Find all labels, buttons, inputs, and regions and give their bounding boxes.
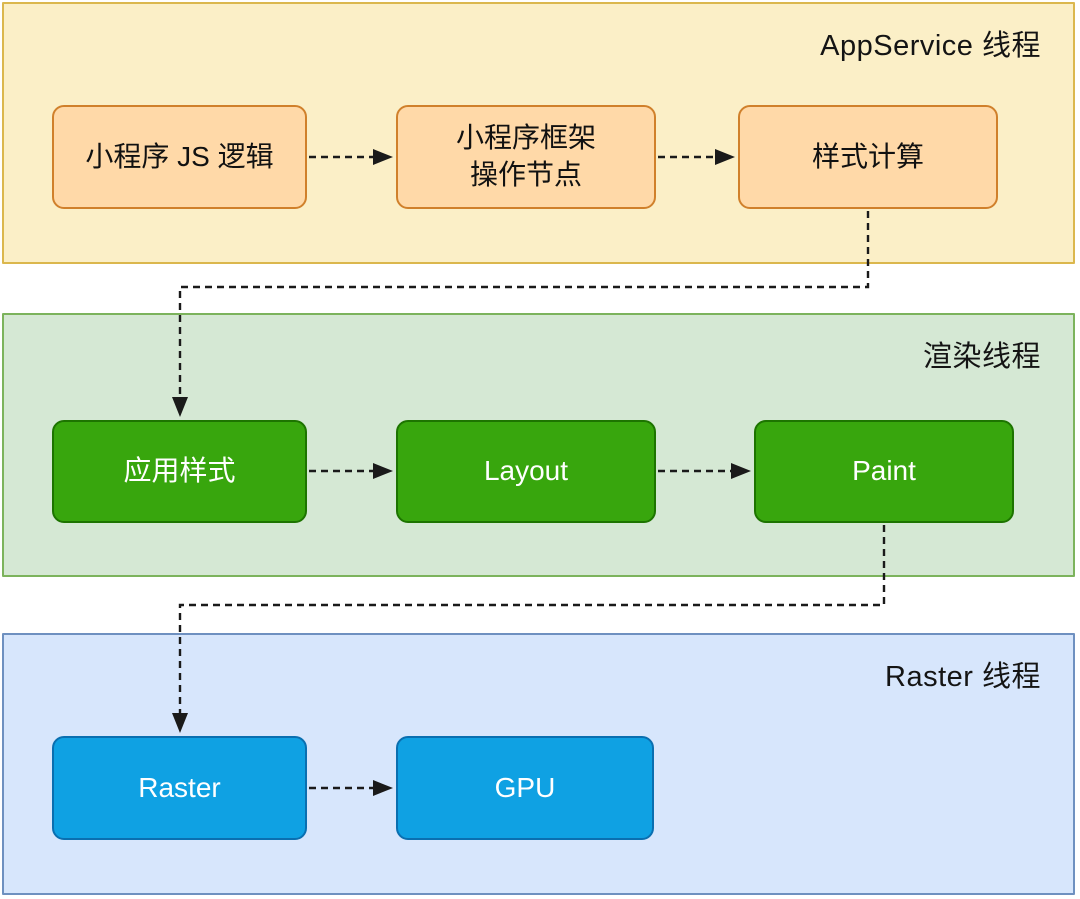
node-miniprogram-framework-dom-ops: 小程序框架 操作节点 (396, 105, 656, 209)
lane-title-raster: Raster 线程 (885, 661, 1041, 693)
node-paint: Paint (754, 420, 1014, 523)
node-miniprogram-js-logic: 小程序 JS 逻辑 (52, 105, 307, 209)
node-gpu: GPU (396, 736, 654, 840)
node-apply-styles: 应用样式 (52, 420, 307, 523)
lane-title-render: 渲染线程 (922, 341, 1041, 373)
lane-title-appservice: AppService 线程 (820, 30, 1041, 62)
node-raster: Raster (52, 736, 307, 840)
node-layout: Layout (396, 420, 656, 523)
node-style-calculation: 样式计算 (738, 105, 998, 209)
